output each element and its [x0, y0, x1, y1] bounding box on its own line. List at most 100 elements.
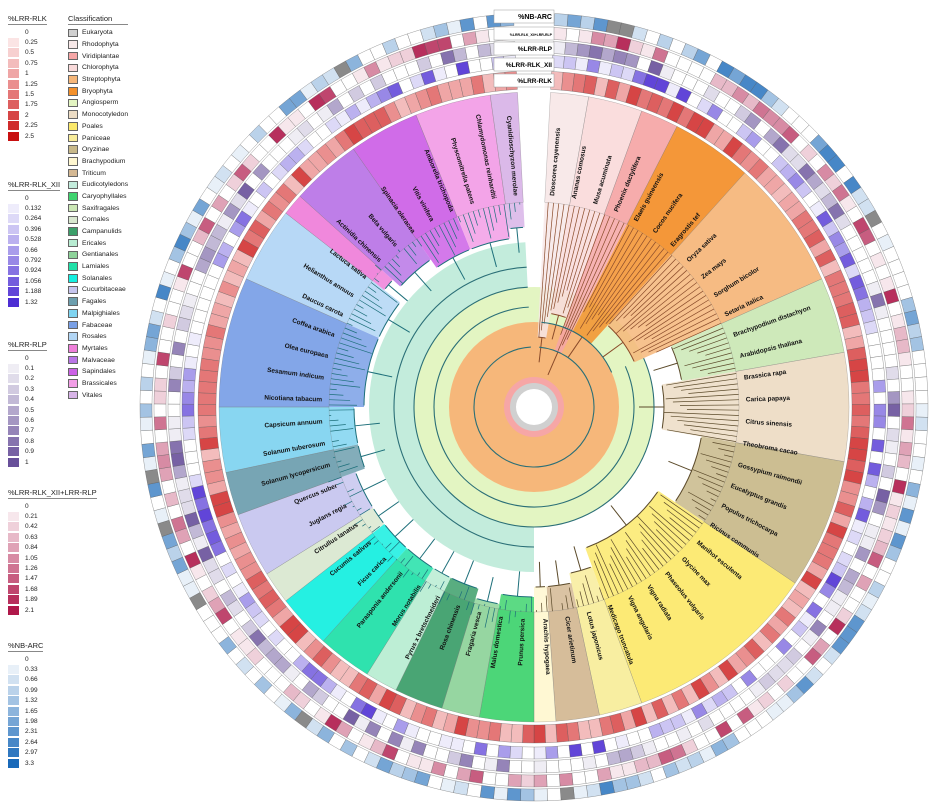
clade-label-band [490, 92, 524, 205]
classification-swatch [68, 332, 78, 341]
tree-branch [459, 591, 463, 599]
tree-branch [425, 232, 439, 255]
heatmap-cell [901, 403, 915, 418]
classification-row: Chlorophyta [68, 62, 128, 74]
heatmap-cell [873, 391, 887, 405]
legend-swatch [8, 235, 19, 245]
tree-branch [334, 357, 360, 365]
legend-value: 0.42 [25, 523, 38, 531]
heatmap-cell [533, 760, 547, 774]
heatmap-cell [915, 390, 929, 405]
tree-branch [692, 357, 734, 369]
legend-row: 2.31 [8, 727, 43, 737]
heatmap-cell [199, 436, 219, 451]
tree-branch [645, 286, 701, 327]
legend-swatch [8, 512, 19, 522]
tree-branch [508, 203, 512, 220]
classification-label: Brachypodium [82, 157, 126, 165]
major-branch [413, 286, 535, 528]
heatmap-cell [154, 364, 169, 379]
heatmap-cell [520, 774, 535, 788]
heatmap-cell [592, 17, 609, 33]
classification-swatch [68, 180, 78, 190]
legend-row: 0 [8, 654, 43, 664]
legend-swatch [8, 574, 19, 584]
tree-branch [438, 225, 456, 256]
tree-branch [710, 498, 717, 502]
classification-row: Fagales [68, 296, 128, 308]
tree-branch [484, 607, 490, 628]
tree-branch [477, 604, 480, 610]
tree-branch [718, 448, 735, 453]
heatmap-cell [582, 755, 597, 770]
major-branch [533, 357, 655, 528]
tree-branch [420, 235, 439, 263]
legend-row: 1.5 [8, 89, 47, 100]
legend-swatch [8, 121, 19, 131]
heatmap-cell [167, 416, 181, 430]
tree-branch [344, 327, 357, 334]
clade-stem [489, 242, 497, 268]
heatmap-cell [553, 27, 568, 41]
tree-branch [557, 207, 580, 303]
heatmap-cell [590, 31, 606, 46]
classification-swatch [68, 250, 78, 260]
legend-value: 1.5 [25, 91, 35, 99]
heatmap-cell [168, 428, 182, 442]
heatmap-cell [904, 309, 920, 327]
clade-stem [360, 449, 386, 458]
heatmap-cell [477, 43, 492, 58]
tree-branch [566, 222, 625, 340]
tree-branch [691, 499, 712, 511]
heatmap-cell [181, 415, 195, 429]
tree-branch [579, 591, 584, 607]
legend-swatch [8, 100, 19, 110]
legend-swatch [8, 654, 19, 664]
classification-label: Saxifragales [82, 204, 120, 212]
legend-value: 1.26 [25, 565, 38, 573]
legend-swatch [8, 27, 19, 37]
heatmap-cell [464, 45, 480, 60]
heatmap-cell [455, 61, 471, 76]
heatmap-cell [566, 14, 582, 28]
species-label: Citrus sinensis [745, 418, 792, 428]
tree-branch [329, 424, 346, 427]
legend-value: 2.5 [25, 132, 35, 140]
tree-branch [488, 207, 495, 231]
heatmap-cell [174, 476, 190, 492]
tree-branch [666, 429, 737, 442]
tree-branch [599, 248, 665, 328]
classification-row: Oryzinae [68, 144, 128, 156]
tree-branch [472, 211, 478, 226]
heatmap-cell [140, 376, 154, 391]
legend-row: 1.32 [8, 696, 43, 706]
tree-branch [666, 509, 697, 533]
legend-swatch [8, 532, 19, 542]
legend-value: 0.9 [25, 448, 35, 456]
tree-branch [623, 262, 680, 319]
heatmap-cell [462, 31, 478, 46]
tree-branch [538, 202, 549, 338]
legend-value: 2.64 [25, 738, 38, 746]
legend-swatch [8, 501, 19, 511]
classification-swatch [68, 28, 78, 38]
clade-connector [471, 238, 509, 250]
tree-branch [337, 463, 350, 468]
tree-branch [628, 290, 704, 343]
heatmap-cell [533, 724, 546, 744]
legend-value: 0.2 [25, 375, 35, 383]
tree-branch [388, 262, 402, 276]
legend-title: %LRR-RLK_XII+LRR-RLP [8, 488, 97, 499]
heatmap-cell [596, 767, 612, 782]
legend-swatch [8, 38, 19, 48]
classification-swatch [68, 390, 78, 400]
clade-stem [354, 422, 380, 427]
tree-branch [482, 208, 492, 239]
heatmap-cell [483, 757, 498, 772]
heatmap-cell [433, 22, 450, 38]
heatmap-cell [198, 369, 219, 383]
tree-branch [705, 459, 731, 468]
tree-branch [690, 429, 737, 437]
